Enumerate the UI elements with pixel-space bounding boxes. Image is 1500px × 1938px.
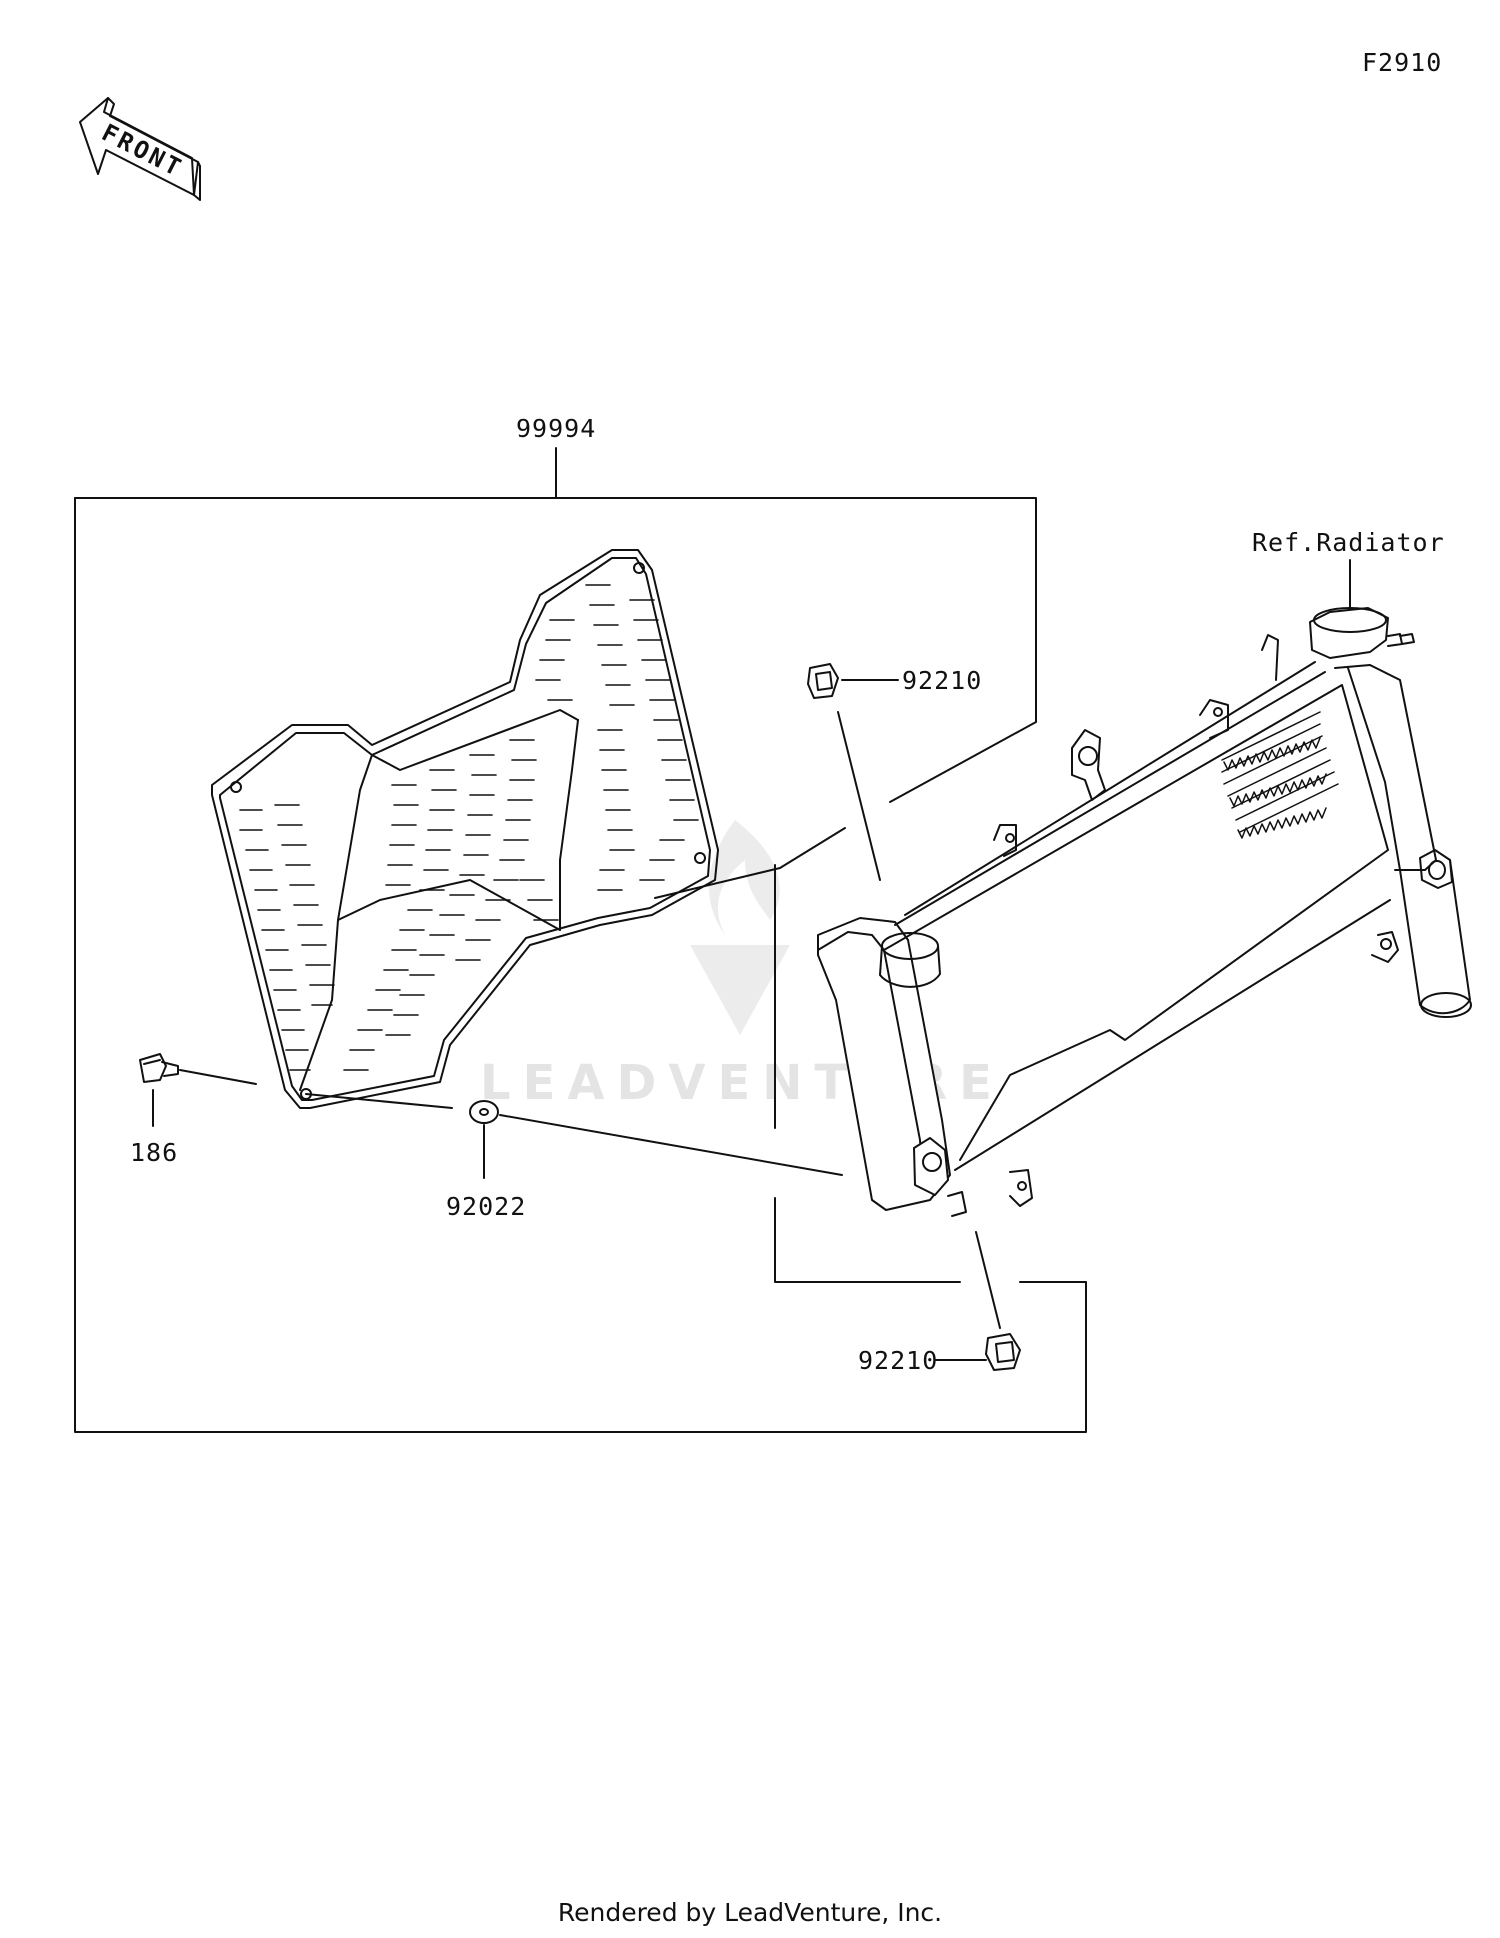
callout-186: 186 bbox=[130, 1138, 179, 1167]
clip-92210-lower-icon bbox=[985, 1333, 1021, 1371]
callout-92210-upper: 92210 bbox=[902, 666, 983, 695]
callout-92022: 92022 bbox=[446, 1192, 527, 1221]
kit-bracket-box bbox=[74, 447, 1087, 1433]
leadventure-flame-logo-icon bbox=[690, 820, 790, 1035]
radiator-guard bbox=[211, 549, 719, 1109]
guard-to-washer-leader bbox=[305, 1093, 453, 1109]
callout-ref-radiator: Ref.Radiator bbox=[1252, 528, 1445, 557]
footer-credit: Rendered by LeadVenture, Inc. bbox=[557, 1898, 943, 1927]
radiator-reference bbox=[817, 607, 1472, 1217]
clip-92210-upper-icon bbox=[807, 663, 839, 699]
front-arrow-icon bbox=[79, 97, 201, 201]
callout-99994: 99994 bbox=[516, 414, 597, 443]
bolt-186-icon bbox=[139, 1053, 179, 1083]
clip-upper-leader bbox=[837, 711, 881, 881]
figure-code: F2910 bbox=[1362, 48, 1443, 77]
washer-to-radiator-leader bbox=[499, 1114, 843, 1176]
clip-lower-leader bbox=[975, 1231, 1001, 1329]
washer-92022-icon bbox=[469, 1100, 499, 1124]
callout-92210-lower: 92210 bbox=[858, 1346, 939, 1375]
bolt-leader bbox=[179, 1069, 257, 1085]
